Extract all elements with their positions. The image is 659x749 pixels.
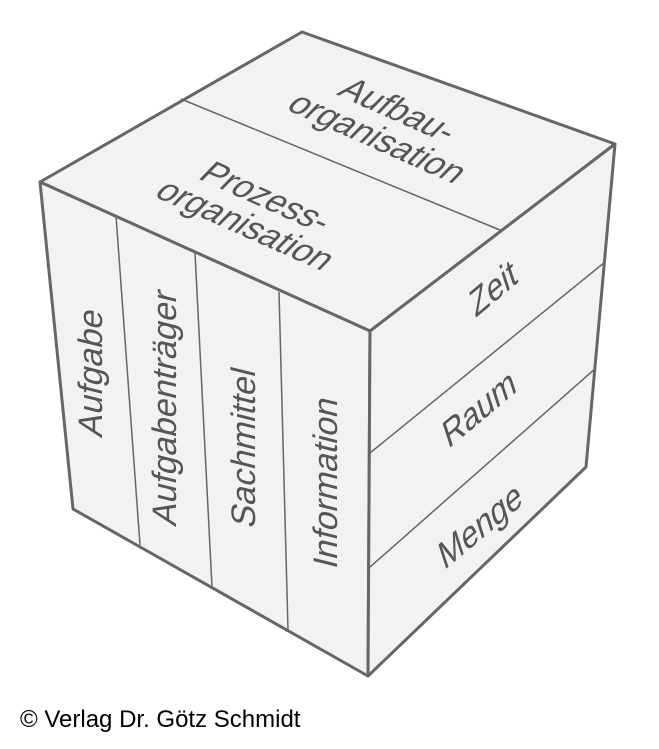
label-aufgabentraeger: Aufgabenträger [146, 285, 183, 529]
right-face [366, 142, 617, 678]
label-sachmittel: Sachmittel [225, 363, 262, 531]
label-aufgabe: Aufgabe [72, 304, 109, 440]
left-divider-1 [115, 215, 141, 546]
left-divider-2 [194, 252, 213, 588]
right-divider-1 [369, 261, 606, 454]
left-divider-3 [278, 291, 289, 631]
copyright-notice: © Verlag Dr. Götz Schmidt [20, 706, 301, 733]
label-information: Information [307, 393, 344, 572]
top-divider [180, 98, 501, 231]
right-divider-2 [369, 367, 597, 568]
